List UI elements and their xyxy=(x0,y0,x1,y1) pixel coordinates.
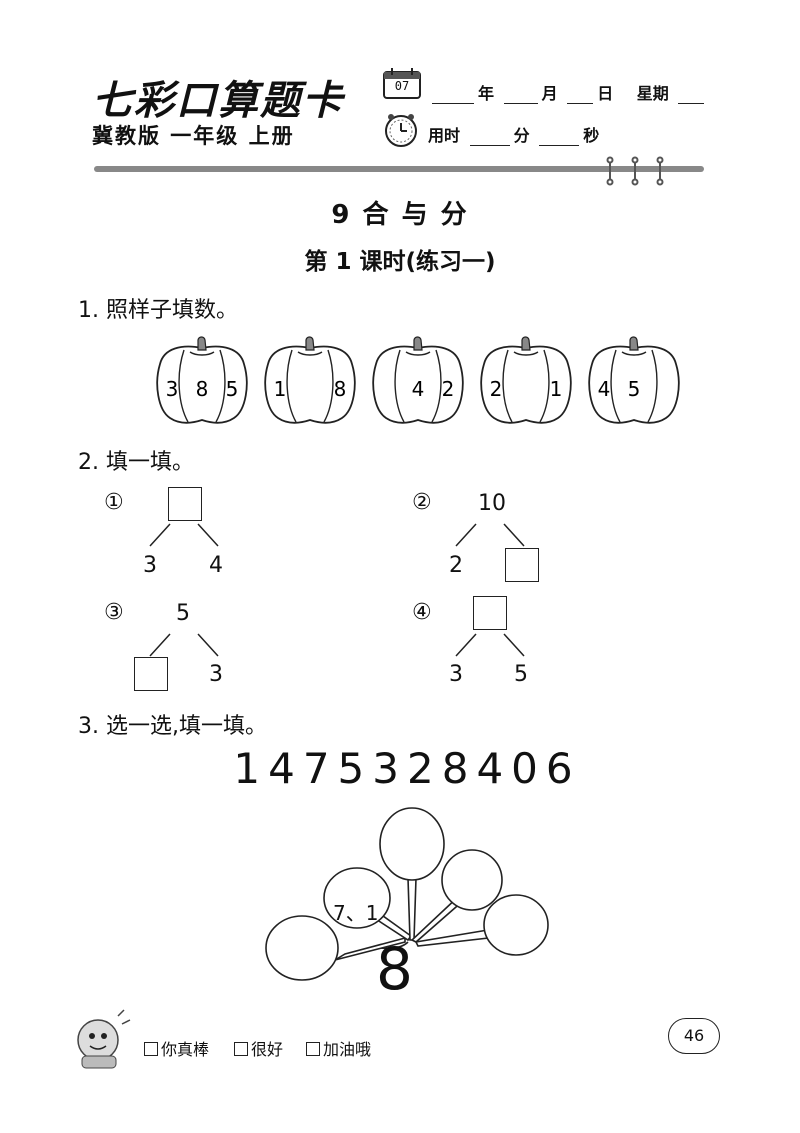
pepper-number-left: 4 xyxy=(598,377,611,401)
pepper-stem xyxy=(629,336,639,351)
calendar-icon xyxy=(383,68,421,99)
second-label: 秒 xyxy=(583,126,600,145)
pepper-lobes xyxy=(178,349,226,423)
week-label: 星期 xyxy=(636,84,669,103)
rating-option-2[interactable]: 很好 xyxy=(234,1036,283,1060)
center-number: 8 xyxy=(376,935,413,1003)
pepper-stem xyxy=(305,336,315,351)
pepper-number-left: 3 xyxy=(166,377,179,401)
part-right-3: 3 xyxy=(209,662,223,687)
pepper-number-right: 2 xyxy=(442,377,455,401)
divider-pins-icon xyxy=(606,156,664,186)
answer-box-top-1[interactable] xyxy=(168,487,202,521)
pepper-lobes xyxy=(394,349,442,423)
pepper-stem xyxy=(413,336,423,351)
item-marker-2: ② xyxy=(412,490,432,515)
pepper-number-left: 2 xyxy=(490,377,503,401)
balloon-top xyxy=(379,807,445,881)
whole-3: 5 xyxy=(176,601,190,626)
checkbox-icon xyxy=(234,1042,248,1056)
day-label: 日 xyxy=(597,84,614,103)
pepper-number-right: 1 xyxy=(550,377,563,401)
year-label: 年 xyxy=(478,84,495,103)
time-line: 用时 分 秒 xyxy=(428,122,599,146)
pepper-number-left: 1 xyxy=(274,377,287,401)
pepper-lobes xyxy=(610,349,658,423)
pepper-number-mid: 4 xyxy=(412,377,425,401)
item-marker-3: ③ xyxy=(104,600,124,625)
part-left-2: 2 xyxy=(449,553,463,578)
checkbox-icon xyxy=(144,1042,158,1056)
calendar-day: 07 xyxy=(394,79,410,93)
minute-label: 分 xyxy=(513,126,530,145)
checkbox-icon xyxy=(306,1042,320,1056)
pepper-number-right: 5 xyxy=(226,377,239,401)
date-line: 年 月 日 星期 xyxy=(428,80,708,104)
time-label: 用时 xyxy=(428,126,461,145)
digit-sequence: 1475328406 xyxy=(233,744,581,793)
balloon-right xyxy=(483,894,549,956)
pepper-number-mid: 8 xyxy=(196,377,209,401)
page-number: 46 xyxy=(668,1018,720,1054)
item-marker-4: ④ xyxy=(412,600,432,625)
balloon-upper-left xyxy=(323,867,391,929)
split-diagrams xyxy=(149,523,525,657)
pepper-stem xyxy=(197,336,207,351)
rating-option-1[interactable]: 你真棒 xyxy=(144,1036,209,1060)
mascot-icon xyxy=(77,1009,131,1069)
part-left-1: 3 xyxy=(143,553,157,578)
part-left-4: 3 xyxy=(449,662,463,687)
part-right-4: 5 xyxy=(514,662,528,687)
pepper-number-right: 8 xyxy=(334,377,347,401)
part-right-1: 4 xyxy=(209,553,223,578)
clock-icon xyxy=(385,114,417,147)
question-3-label: 3. 选一选,填一填。 xyxy=(78,714,267,739)
pepper-lobes xyxy=(502,349,550,423)
brand-title: 七彩口算题卡 xyxy=(92,77,344,124)
answer-box-right-2[interactable] xyxy=(505,548,539,582)
whole-2: 10 xyxy=(478,491,506,516)
header-divider xyxy=(94,166,704,172)
balloon-upper-right xyxy=(441,849,503,911)
pepper-stem xyxy=(521,336,531,351)
month-label: 月 xyxy=(541,84,558,103)
answer-box-top-4[interactable] xyxy=(473,596,507,630)
balloon-left xyxy=(265,915,339,981)
item-marker-1: ① xyxy=(104,490,124,515)
lesson-subtitle: 第 1 课时(练习一) xyxy=(304,249,496,275)
question-1-label: 1. 照样子填数。 xyxy=(78,298,238,323)
chapter-title: 9 合 与 分 xyxy=(331,200,469,230)
answer-box-left-3[interactable] xyxy=(134,657,168,691)
edition-label: 冀教版 一年级 上册 xyxy=(92,124,295,148)
balloon-answer: 7、1 xyxy=(333,901,379,925)
pepper-number-mid: 5 xyxy=(628,377,641,401)
rating-option-3[interactable]: 加油哦 xyxy=(306,1036,371,1060)
question-2-label: 2. 填一填。 xyxy=(78,450,194,475)
pepper-lobes xyxy=(286,349,334,423)
balloon-diagram xyxy=(265,807,549,981)
